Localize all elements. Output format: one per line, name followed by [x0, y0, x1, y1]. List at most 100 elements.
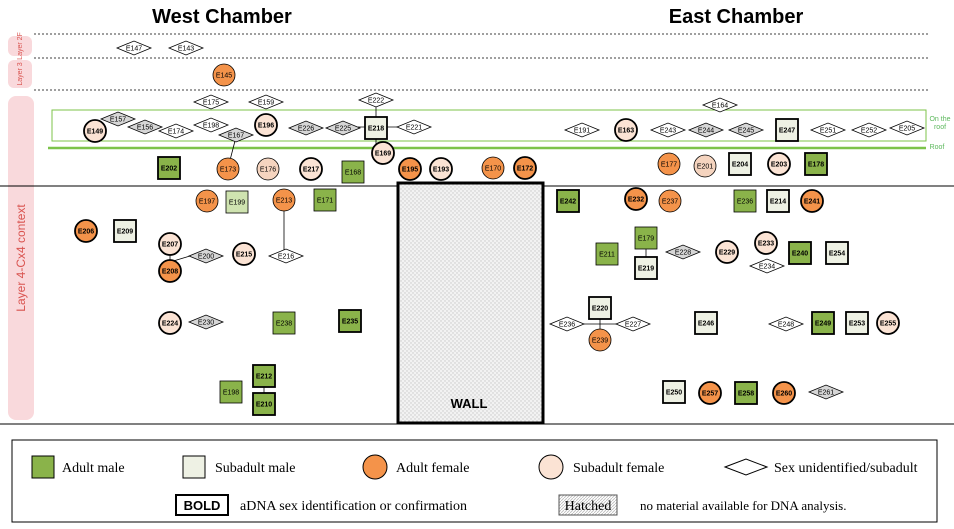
individual-e241: E241: [800, 189, 824, 213]
individual-e168: E168: [341, 160, 365, 184]
diamond-marker: [287, 120, 325, 136]
individual-label: E234: [759, 264, 775, 271]
individual-e193: E193: [429, 157, 453, 181]
square-marker: [734, 381, 758, 405]
individual-e226: E226: [287, 120, 325, 136]
legend-adult-male: Adult male: [62, 461, 125, 476]
diamond-marker: [187, 314, 225, 330]
circle-marker: [715, 240, 739, 264]
circle-marker: [232, 242, 256, 266]
individual-label: E145: [216, 73, 232, 80]
individual-label: E214: [770, 199, 786, 206]
individual-label: E179: [638, 236, 654, 243]
individual-e252: E252: [850, 122, 888, 138]
individual-e234: E234: [748, 258, 786, 274]
square-marker: [634, 256, 658, 280]
individual-label: E211: [599, 252, 615, 259]
individual-e254: E254: [825, 241, 849, 265]
individual-label: E203: [771, 162, 787, 169]
individual-label: E249: [815, 321, 831, 328]
individual-label: E207: [162, 242, 178, 249]
individual-label: E236: [737, 199, 753, 206]
circle-marker: [256, 157, 280, 181]
individual-label: E199: [229, 200, 245, 207]
individual-label: E261: [818, 390, 834, 397]
individual-e261: E261: [807, 384, 845, 400]
circle-marker: [657, 152, 681, 176]
individual-e171: E171: [313, 188, 337, 212]
individual-label: E237: [662, 199, 678, 206]
individual-e251: E251: [809, 122, 847, 138]
individual-label: E244: [698, 128, 714, 135]
individual-e157: E157: [99, 111, 137, 127]
square-marker: [804, 152, 828, 176]
circle-marker: [800, 189, 824, 213]
individual-e218: E218: [364, 116, 388, 140]
diamond-marker: [187, 248, 225, 264]
individual-e196: E196: [254, 113, 278, 137]
individual-label: E213: [276, 198, 292, 205]
legend-hatched-text: no material available for DNA analysis.: [640, 498, 847, 513]
individual-e217: E217: [299, 157, 323, 181]
individual-label: E228: [675, 250, 691, 257]
individual-e156: E156: [126, 119, 164, 135]
individual-e143: E143: [167, 40, 205, 56]
legend-subadult-male-swatch: [182, 455, 206, 479]
individual-label: E215: [236, 252, 252, 259]
square-marker: [788, 241, 812, 265]
circle-marker: [195, 189, 219, 213]
individual-e215: E215: [232, 242, 256, 266]
individual-e250: E250: [662, 380, 686, 404]
individual-e201: E201: [693, 154, 717, 178]
individual-e246: E246: [694, 311, 718, 335]
individual-label: E196: [258, 123, 274, 130]
circle-marker: [513, 156, 537, 180]
circle-marker: [588, 328, 612, 352]
individual-label: E222: [368, 98, 384, 105]
individual-e236: E236: [733, 189, 757, 213]
individual-label: E195: [402, 167, 418, 174]
individual-e228: E228: [664, 244, 702, 260]
individual-label: E238: [276, 321, 292, 328]
individual-e178: E178: [804, 152, 828, 176]
wall: [396, 181, 545, 425]
layer4-band: [8, 96, 34, 420]
square-marker: [775, 118, 799, 142]
individual-e242: E242: [556, 189, 580, 213]
individual-label: E247: [779, 128, 795, 135]
legend-bold-box-label: BOLD: [184, 498, 221, 513]
individual-e249: E249: [811, 311, 835, 335]
circle-marker: [698, 381, 722, 405]
individual-e145: E145: [212, 63, 236, 87]
individual-e260: E260: [772, 381, 796, 405]
individual-e214: E214: [766, 189, 790, 213]
individual-label: E245: [738, 128, 754, 135]
individual-e244: E244: [687, 122, 725, 138]
layer2f-band: [8, 36, 32, 56]
square-marker: [662, 380, 686, 404]
individual-label: E254: [829, 251, 845, 258]
individual-e159: E159: [247, 94, 285, 110]
individual-label: E225: [335, 126, 351, 133]
square-marker: [845, 311, 869, 335]
layer2f-label: Layer 2F: [17, 32, 24, 60]
individual-label: E174: [168, 129, 184, 136]
individual-label: E156: [137, 125, 153, 132]
individual-e203: E203: [767, 152, 791, 176]
square-marker: [766, 189, 790, 213]
individual-label: E172: [517, 166, 533, 173]
circle-marker: [772, 381, 796, 405]
legend-bold-text: aDNA sex identification or confirmation: [240, 499, 467, 514]
individual-e211: E211: [595, 242, 619, 266]
individual-e191: E191: [563, 122, 601, 138]
individual-label: E260: [776, 391, 792, 398]
individual-e167: E167: [217, 127, 255, 143]
legend-subadult-female-swatch: [538, 454, 564, 480]
individual-e230: E230: [187, 314, 225, 330]
individual-e172: E172: [513, 156, 537, 180]
circle-marker: [83, 119, 107, 143]
circle-marker: [767, 152, 791, 176]
diamond-marker: [748, 258, 786, 274]
